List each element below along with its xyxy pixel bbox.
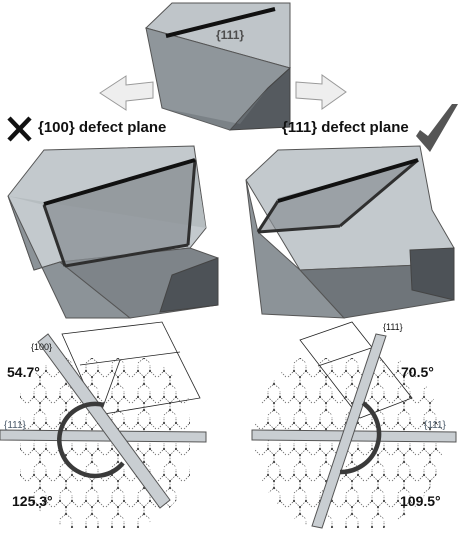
left-111-bar [0, 429, 207, 443]
cross-icon [7, 116, 32, 142]
right-111-diag-bar [311, 333, 387, 529]
top-face-label: {111} [216, 28, 245, 42]
right-angle-obtuse: 109.5° [400, 493, 441, 509]
right-plane-label-top: {111} [383, 322, 403, 332]
left-100-bar [37, 333, 171, 509]
checkmark-icon [416, 104, 458, 152]
right-defect-line [277, 158, 419, 203]
top-crystal [145, 2, 292, 131]
left-angle-arc [57, 401, 125, 479]
right-unit-cell [299, 321, 413, 419]
left-angle-obtuse: 125.3° [12, 493, 53, 509]
top-defect-line [165, 7, 276, 38]
left-angle-acute: 54.7° [7, 364, 40, 380]
left-crystal [7, 145, 219, 319]
arrow-left-icon [99, 75, 154, 111]
left-defect-line [43, 158, 196, 206]
right-111-bar [251, 429, 457, 443]
left-lattice [0, 321, 207, 528]
arrow-right-icon [295, 74, 347, 110]
right-lattice [251, 321, 457, 529]
left-plane-label-top: {100} [31, 342, 53, 352]
left-plane-label-side: {111} [4, 420, 26, 431]
right-angle-arc [339, 401, 382, 475]
left-plane-edge [42, 204, 67, 267]
right-plane-edge [256, 200, 280, 233]
right-plane-label-side: {111} [424, 420, 446, 431]
right-angle-acute: 70.5° [401, 364, 434, 380]
left-title: {100} defect plane [38, 119, 167, 136]
right-crystal [245, 145, 455, 319]
right-title: {111} defect plane [282, 119, 409, 136]
